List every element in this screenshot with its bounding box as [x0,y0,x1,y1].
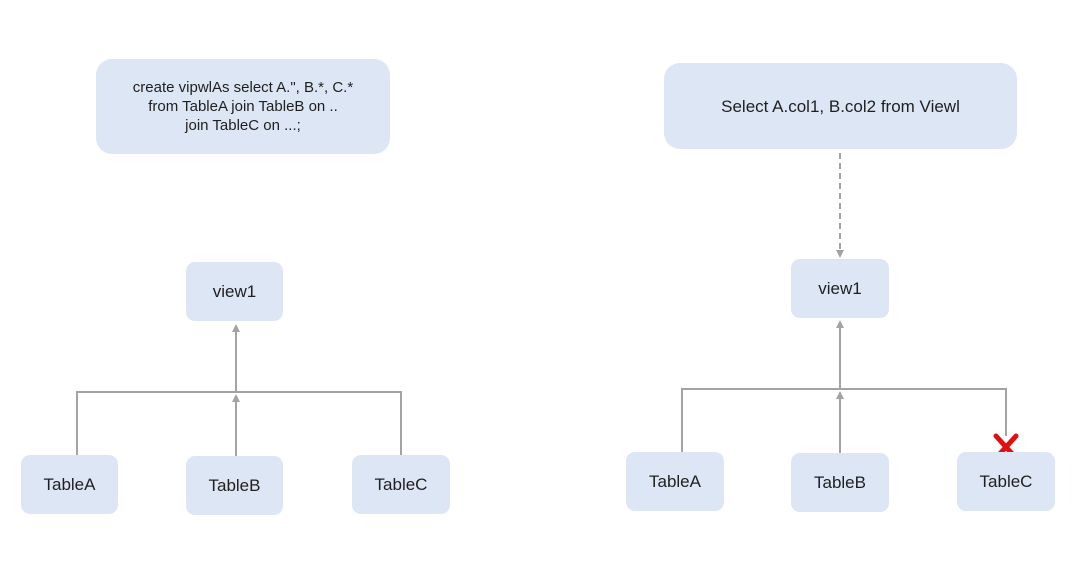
left-query-line-1: create vipwlAs select A.", B.*, C.* [132,79,354,96]
left-lineage-connectors [76,324,402,456]
left-view-node: view1 [186,262,283,321]
left-query-line-3: join TableC on ...; [185,117,301,134]
right-tableb-node: TableB [791,453,889,512]
right-view-node: view1 [791,259,889,318]
left-query-box: create vipwlAs select A.", B.*, C.* from… [96,59,390,154]
right-tablec-node: TableC [957,452,1055,511]
left-query-line-2: from TableA join TableB on .. [148,98,338,115]
left-tablea-node: TableA [21,455,118,514]
left-tablec-node: TableC [352,455,450,514]
right-query-box: Select A.col1, B.col2 from Viewl [664,63,1017,149]
right-tablea-node: TableA [626,452,724,511]
left-tableb-node: TableB [186,456,283,515]
